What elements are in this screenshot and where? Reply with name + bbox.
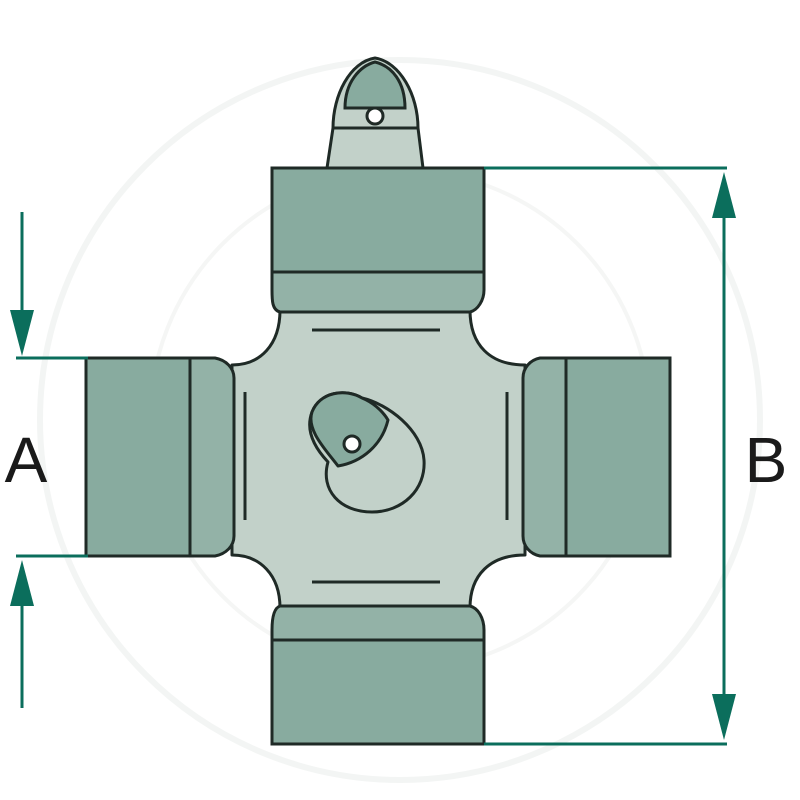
dimension-a-label: A (5, 424, 48, 496)
dimension-b-label: B (745, 424, 788, 496)
dimension-b (484, 166, 736, 746)
grease-nipple-top (325, 56, 425, 170)
bearing-cup-left (84, 356, 236, 558)
dimension-b-arrow-bottom (712, 694, 736, 740)
bearing-cup-right (521, 356, 672, 558)
dimension-a-arrow-top (10, 310, 34, 356)
dimension-b-arrow-top (712, 172, 736, 218)
dimension-a-arrow-bottom (10, 560, 34, 606)
bearing-cup-bottom (270, 604, 486, 746)
dimension-a (10, 212, 88, 708)
bearing-cup-top (270, 166, 486, 314)
center-grease-fitting (308, 391, 426, 514)
cross-detail-lines (243, 328, 509, 584)
